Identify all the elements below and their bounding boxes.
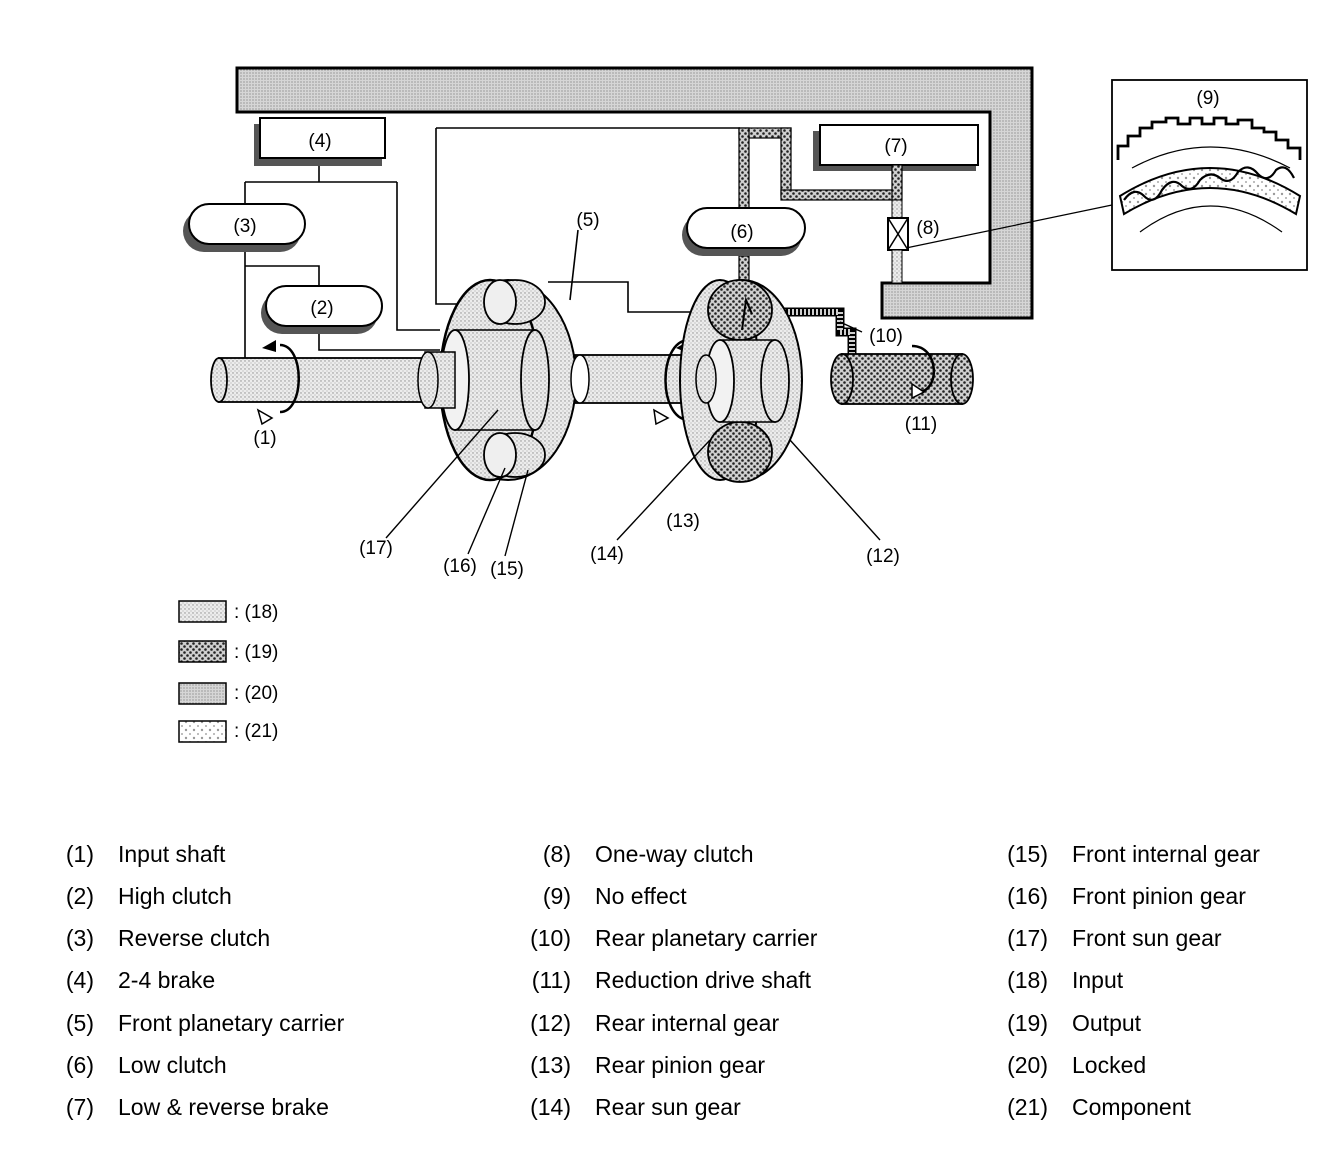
key-name: Locked <box>1072 1052 1147 1078</box>
key-number: (9) <box>542 883 571 909</box>
callout-10: (10) <box>869 326 903 347</box>
intermediate-shaft <box>570 338 696 426</box>
key-number: (5) <box>65 1010 94 1036</box>
key-number: (18) <box>1007 967 1048 993</box>
callout-5: (5) <box>576 210 599 231</box>
callout-6: (6) <box>730 222 753 243</box>
legend-label: : (19) <box>234 642 278 663</box>
key-number: (16) <box>1007 883 1048 909</box>
callout-17: (17) <box>359 538 393 559</box>
callout-14: (14) <box>590 544 624 565</box>
key-number: (19) <box>1007 1010 1048 1036</box>
legend-item-output: : (19) <box>178 640 278 663</box>
rear-planetary-set <box>679 279 803 483</box>
one-way-clutch <box>887 199 909 284</box>
callout-7: (7) <box>884 136 907 157</box>
high-clutch <box>261 285 383 334</box>
legend-label: : (18) <box>234 602 278 623</box>
key-name: Front pinion gear <box>1072 883 1246 909</box>
reverse-clutch <box>183 203 306 252</box>
callout-16: (16) <box>443 556 477 577</box>
low-reverse-brake <box>813 124 979 171</box>
key-number: (13) <box>530 1052 571 1078</box>
key-number: (10) <box>530 925 571 951</box>
front-planetary-set <box>417 278 577 482</box>
output-paths <box>738 127 903 360</box>
key-name: Reverse clutch <box>118 925 271 951</box>
key-number: (4) <box>65 967 94 993</box>
key-name: Low clutch <box>118 1052 227 1078</box>
key-name: Front planetary carrier <box>118 1010 345 1036</box>
transmission-housing <box>235 66 1034 320</box>
key-number: (8) <box>542 841 571 867</box>
key-name: One-way clutch <box>595 841 754 867</box>
key-number: (6) <box>65 1052 94 1078</box>
low-clutch <box>682 207 806 256</box>
legend-label: : (20) <box>234 683 278 704</box>
legend-item-input: : (18) <box>178 600 278 623</box>
input-shaft <box>210 340 446 426</box>
key-number: (15) <box>1007 841 1048 867</box>
key-name: Front sun gear <box>1072 925 1222 951</box>
key-name: Input shaft <box>118 841 226 867</box>
key-number: (11) <box>531 967 571 993</box>
key-name: Input <box>1072 967 1124 993</box>
callout-9: (9) <box>1196 88 1219 109</box>
key-name: No effect <box>595 883 687 909</box>
key-name: High clutch <box>118 883 232 909</box>
callout-15: (15) <box>490 559 524 580</box>
key-number: (21) <box>1007 1094 1048 1120</box>
connection-lines <box>244 127 1113 362</box>
key-number: (7) <box>65 1094 94 1120</box>
key-number: (3) <box>65 925 94 951</box>
legend-label: : (21) <box>234 721 278 742</box>
legend-item-component: : (21) <box>178 720 278 743</box>
key-number: (2) <box>65 883 94 909</box>
key-name: Reduction drive shaft <box>595 967 812 993</box>
two-four-brake <box>254 117 386 166</box>
reduction-drive-shaft <box>830 344 974 405</box>
key-name: Rear internal gear <box>595 1010 780 1036</box>
legend: : (18) : (19) : (20) : (21) <box>178 600 278 743</box>
one-way-clutch-detail-inset <box>1111 79 1308 271</box>
key-name: Rear pinion gear <box>595 1052 766 1078</box>
callout-12: (12) <box>866 546 900 567</box>
callout-11: (11) <box>905 414 937 435</box>
key-number: (20) <box>1007 1052 1048 1078</box>
callout-4: (4) <box>308 131 331 152</box>
callout-8: (8) <box>916 218 939 239</box>
callout-3: (3) <box>233 216 256 237</box>
callouts: (9) (4) (7) (3) (5) (6) (8) (2) (10) (11… <box>233 88 1219 580</box>
callout-1: (1) <box>253 428 276 449</box>
key-name: Low & reverse brake <box>118 1094 329 1120</box>
key-number: (1) <box>65 841 94 867</box>
key-number: (12) <box>530 1010 571 1036</box>
legend-item-locked: : (20) <box>178 682 278 705</box>
key-name: Output <box>1072 1010 1142 1036</box>
callout-13: (13) <box>666 511 700 532</box>
leader-lines <box>385 321 881 557</box>
transmission-diagram: (9) (4) (7) (3) (5) (6) (8) (2) (10) (11… <box>178 66 1308 743</box>
key-name: 2-4 brake <box>118 967 216 993</box>
key-name: Rear planetary carrier <box>595 925 818 951</box>
key-name: Component <box>1072 1094 1191 1120</box>
key-number: (14) <box>530 1094 571 1120</box>
key-name: Rear sun gear <box>595 1094 741 1120</box>
key-number: (17) <box>1007 925 1048 951</box>
key-name: Front internal gear <box>1072 841 1260 867</box>
callout-2: (2) <box>310 298 333 319</box>
parts-key: (1) Input shaft (2) High clutch (3) Reverse… <box>0 836 1344 1136</box>
